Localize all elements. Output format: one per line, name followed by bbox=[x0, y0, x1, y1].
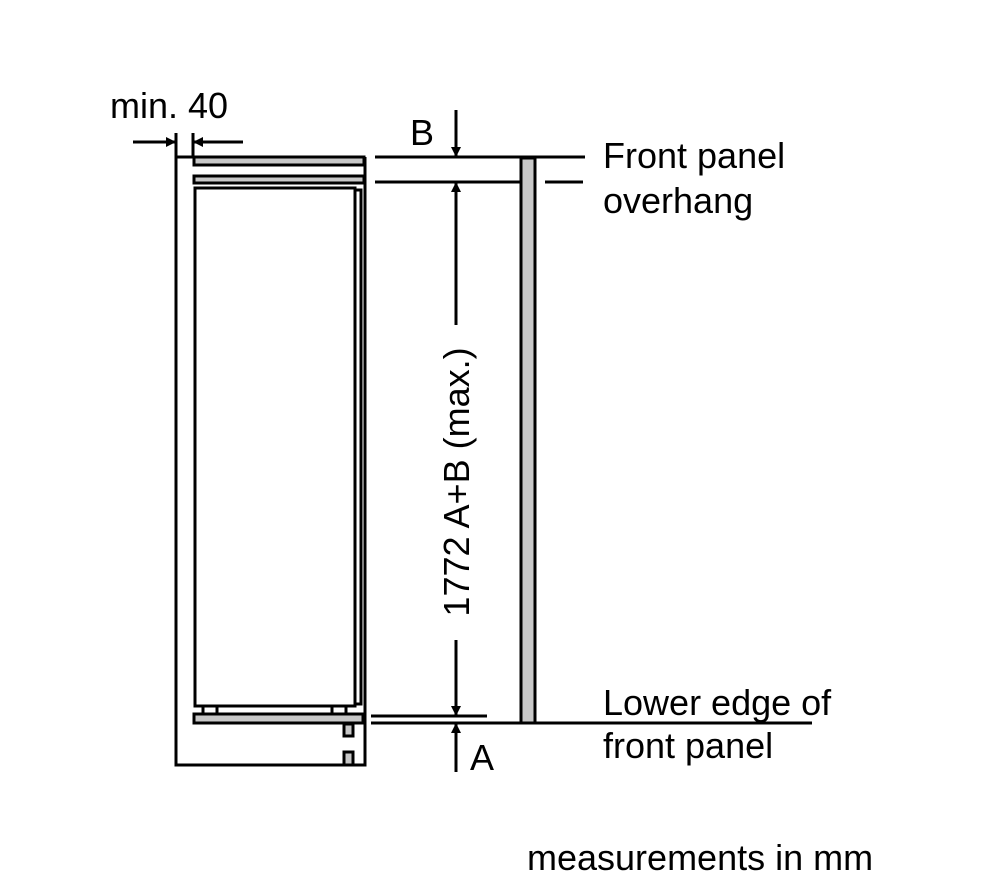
overhang-label-line1: Front panel bbox=[603, 135, 785, 176]
height-dimension-label: 1772 A+B (max.) bbox=[436, 347, 477, 616]
block-upper bbox=[342, 722, 355, 738]
lower-edge-label-line1: Lower edge of bbox=[603, 682, 832, 723]
bottom-strip bbox=[192, 712, 365, 725]
cabinet-outline bbox=[174, 155, 367, 767]
units-note: measurements in mm bbox=[527, 837, 873, 878]
b-label: B bbox=[410, 112, 434, 153]
front-panel bbox=[519, 156, 537, 725]
a-label: A bbox=[470, 737, 494, 778]
appliance-body bbox=[193, 186, 357, 708]
second-strip bbox=[192, 174, 366, 185]
block-lower bbox=[342, 750, 355, 767]
min-gap-label: min. 40 bbox=[110, 85, 228, 126]
overhang-label-line2: overhang bbox=[603, 180, 753, 221]
appliance-side-strip bbox=[353, 188, 363, 706]
lower-edge-label-line2: front panel bbox=[603, 725, 773, 766]
top-strip bbox=[192, 155, 366, 167]
